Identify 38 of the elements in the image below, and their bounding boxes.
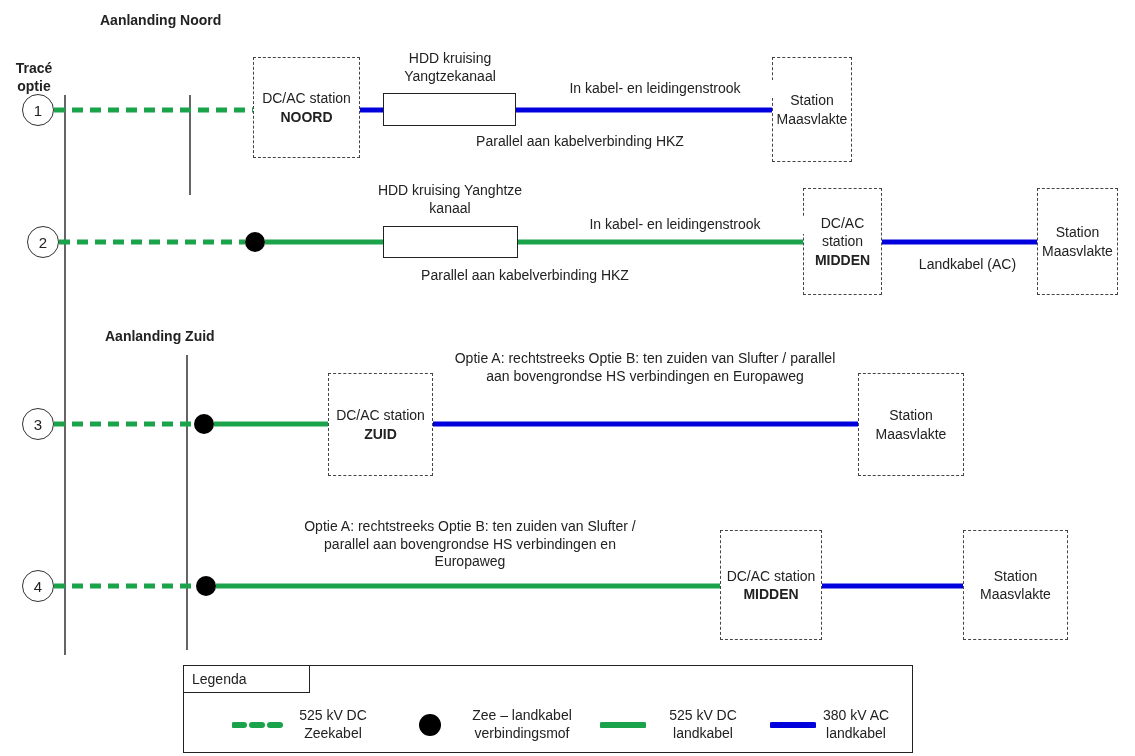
station-box: Station Maasvlakte	[858, 373, 964, 476]
joint-dot	[196, 576, 216, 596]
station-box: DC/AC station NOORD	[253, 57, 360, 158]
heading-label: Aanlanding Zuid	[105, 328, 216, 346]
legend-text: 525 kV DC landkabel	[668, 707, 738, 742]
station-box: DC/AC station ZUID	[328, 373, 433, 476]
cable-line	[518, 239, 803, 245]
option-number: 3	[22, 408, 54, 440]
crossing-label: HDD kruising Yangtzekanaal	[403, 50, 497, 85]
note-label: Parallel aan kabelverbinding HKZ	[475, 133, 685, 151]
option-number: 1	[22, 94, 54, 126]
note-label: Parallel aan kabelverbinding HKZ	[420, 267, 630, 285]
legend-text: Zee – landkabel verbindingsmof	[471, 707, 573, 742]
legend-text: 525 kV DC Zeekabel	[298, 707, 368, 742]
heading-label: Aanlanding Noord	[100, 12, 223, 30]
cable-line	[882, 239, 1037, 245]
station-box: Station Maasvlakte	[772, 57, 852, 162]
option-number: 2	[27, 226, 59, 258]
cable-line	[516, 107, 772, 113]
option-number: 4	[22, 570, 54, 602]
cable-line	[433, 421, 858, 427]
station-box: Station Maasvlakte	[963, 530, 1068, 640]
cable-line	[216, 583, 720, 589]
joint-dot	[245, 232, 265, 252]
station-box: Station Maasvlakte	[1037, 188, 1118, 295]
cable-line	[214, 421, 328, 427]
legend-text: 380 kV AC landkabel	[821, 707, 891, 742]
legend-title: Legenda	[183, 665, 310, 693]
heading-label: Tracé optie	[14, 60, 54, 95]
station-box: DC/AC station MIDDEN	[803, 188, 882, 295]
joint-dot	[194, 414, 214, 434]
cable-line	[265, 239, 383, 245]
cable-line	[822, 583, 963, 589]
dashed-cable-line	[59, 239, 245, 245]
station-box: DC/AC station MIDDEN	[720, 530, 822, 640]
dashed-cable-line	[54, 421, 194, 427]
crossing-label: HDD kruising Yanghtze kanaal	[376, 182, 524, 217]
cable-line	[360, 107, 383, 113]
